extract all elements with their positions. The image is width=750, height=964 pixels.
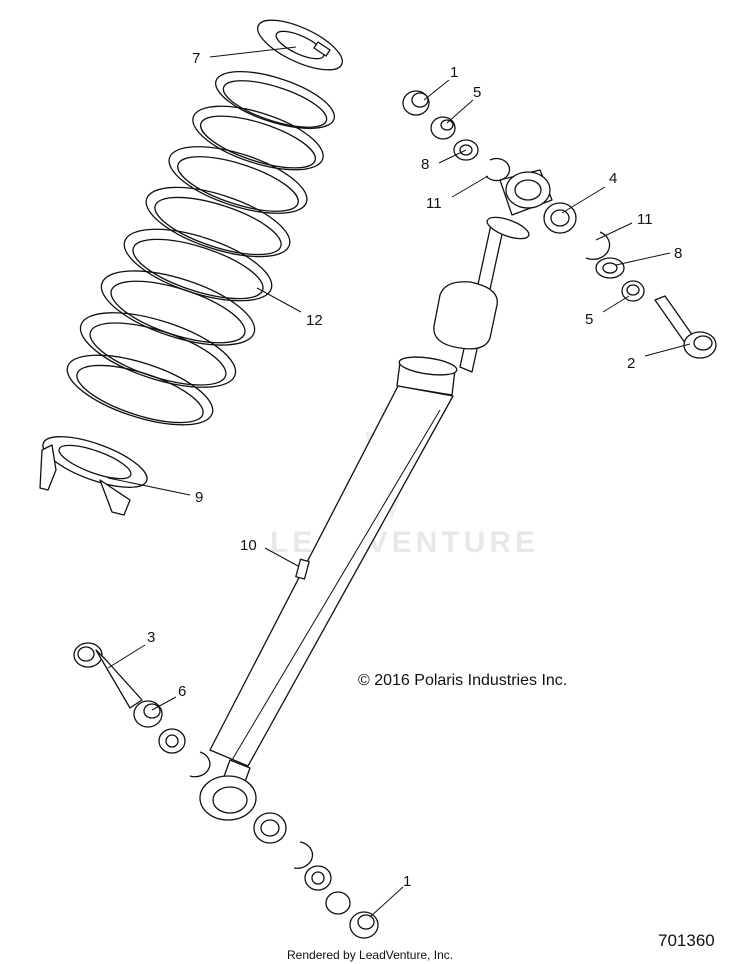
callout-5-top: 5: [446, 84, 481, 124]
callout-11-right: 11: [595, 211, 653, 241]
callout-label: 9: [195, 489, 203, 506]
upper-hardware-parts: [402, 90, 717, 359]
callout-8-top: 8: [421, 149, 467, 173]
callout-label: 5: [585, 311, 593, 328]
callout-label: 3: [147, 629, 155, 646]
callout-2: 2: [627, 343, 691, 372]
callout-label: 7: [192, 50, 200, 67]
callout-label: 12: [306, 312, 323, 329]
callout-label: 2: [627, 355, 635, 372]
callout-1-bottom: 1: [369, 873, 411, 918]
callout-label: 11: [426, 195, 442, 212]
diagram-id: 701360: [658, 931, 715, 950]
watermark-text: LEADVENTURE: [270, 526, 539, 559]
callout-12: 12: [256, 287, 323, 329]
copyright-notice: © 2016 Polaris Industries Inc.: [358, 672, 567, 689]
callout-6: 6: [151, 683, 186, 711]
callout-9: 9: [107, 477, 203, 506]
shock-absorber-part: [199, 169, 553, 821]
callout-label: 1: [403, 873, 411, 890]
callout-label: 8: [674, 245, 682, 262]
coil-spring-part: [66, 70, 336, 426]
callout-8-right: 8: [615, 245, 682, 266]
callout-4: 4: [561, 170, 617, 214]
render-credit: Rendered by LeadVenture, Inc.: [287, 948, 453, 962]
callout-10: 10: [240, 537, 299, 567]
callout-7: 7: [192, 46, 297, 67]
callout-label: 5: [473, 84, 481, 101]
callout-label: 10: [240, 537, 257, 554]
spring-seat-part: [39, 436, 148, 516]
callout-label: 8: [421, 156, 429, 173]
callout-label: 11: [637, 211, 653, 228]
callout-1-top: 1: [423, 64, 458, 101]
callout-3: 3: [107, 629, 155, 669]
callout-label: 1: [450, 64, 458, 81]
callout-5-right: 5: [585, 295, 630, 328]
callout-label: 4: [609, 170, 617, 187]
spring-retainer-part: [257, 19, 343, 71]
lower-hardware-parts: [73, 642, 379, 939]
callout-label: 6: [178, 683, 186, 700]
callout-11-top: 11: [426, 175, 489, 212]
